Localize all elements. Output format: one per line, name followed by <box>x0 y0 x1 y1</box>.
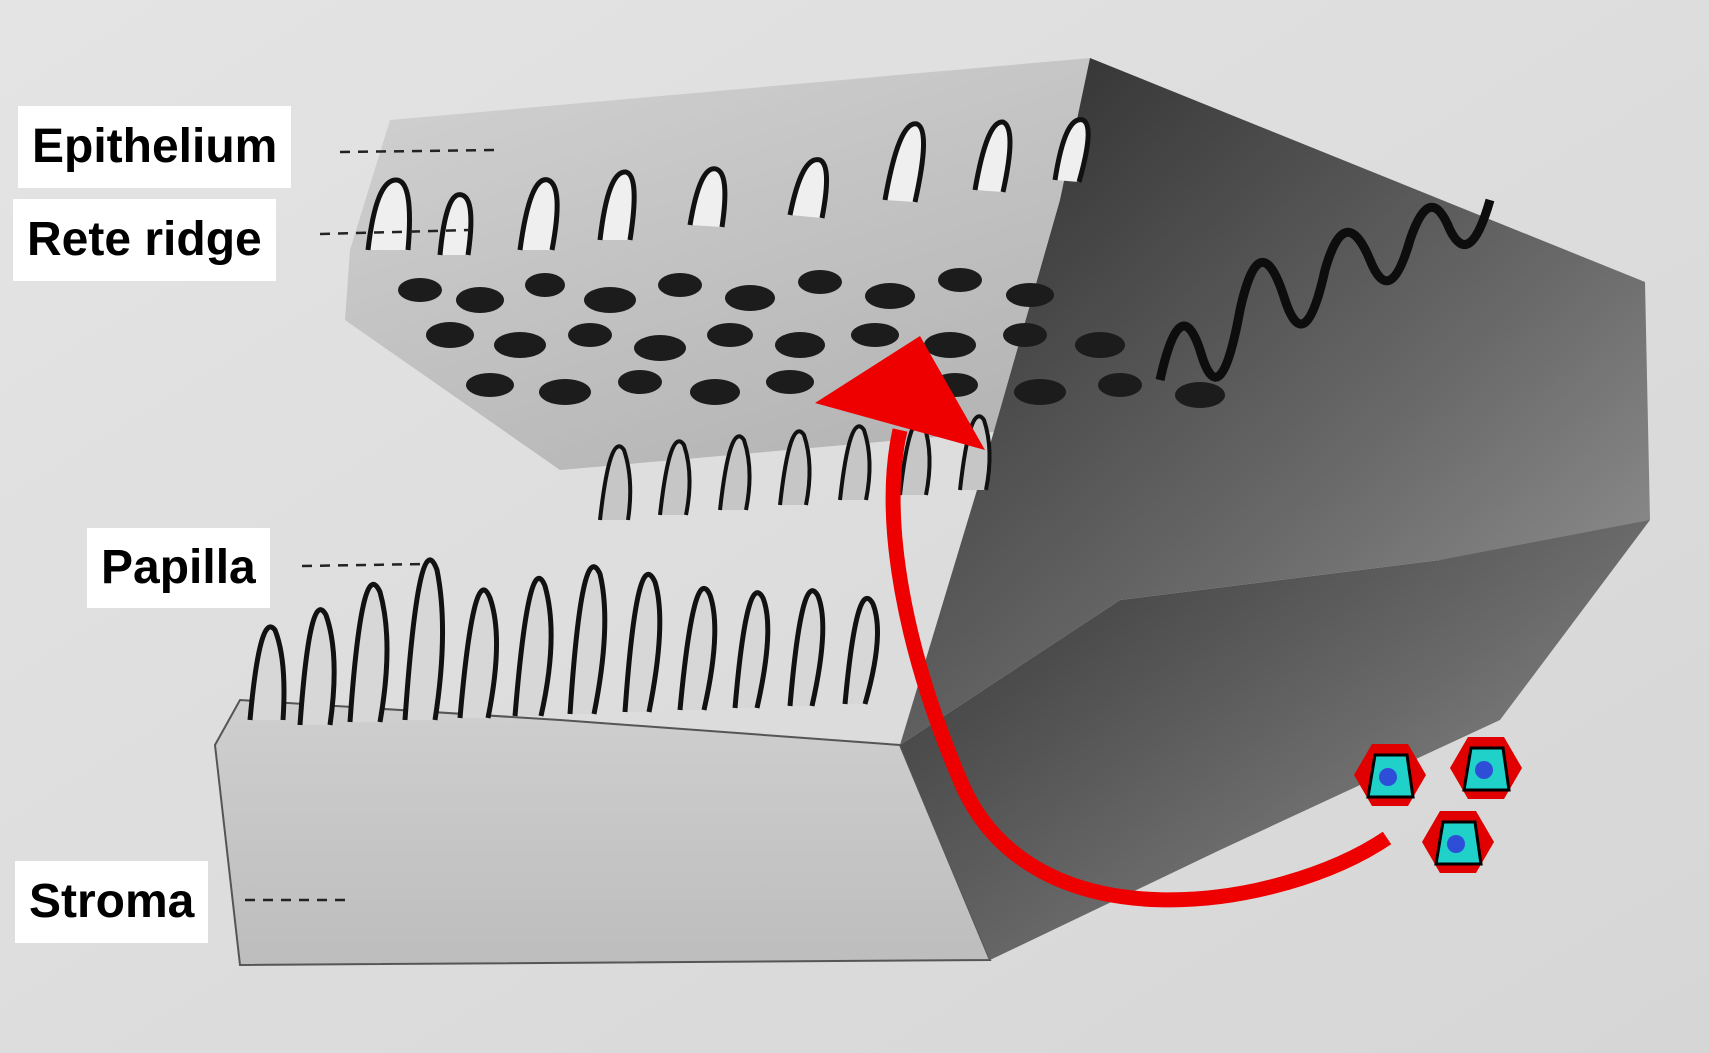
papilla-label: Papilla <box>87 528 270 608</box>
epithelium-label: Epithelium <box>18 106 291 188</box>
stroma-label: Stroma <box>15 861 208 943</box>
rete-ridge-label: Rete ridge <box>13 199 276 281</box>
